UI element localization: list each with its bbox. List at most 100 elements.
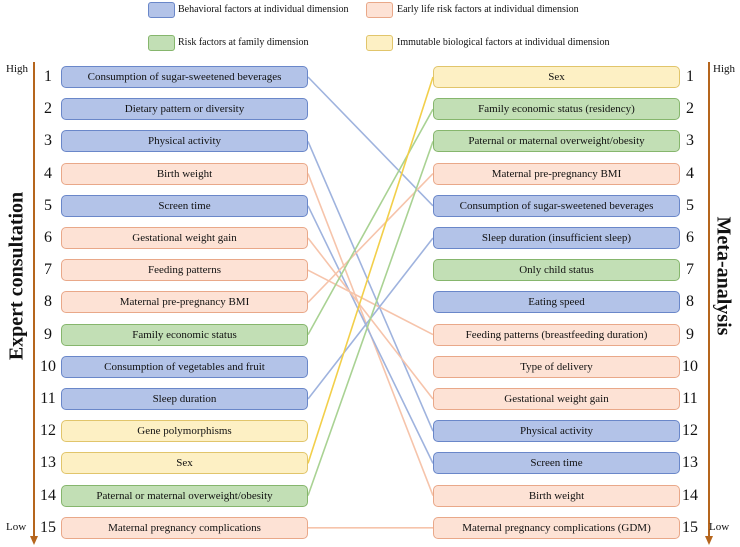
left-rank-number: 14 bbox=[40, 486, 56, 504]
right-rank-number: 13 bbox=[682, 454, 698, 472]
legend-swatch-family bbox=[148, 35, 175, 51]
right-factor-label: Physical activity bbox=[519, 425, 593, 438]
right-rank-number: 12 bbox=[682, 422, 698, 440]
left-axis-title: Expert consultation bbox=[5, 191, 28, 361]
right-rank-number: 14 bbox=[682, 486, 698, 504]
connector-line bbox=[307, 141, 434, 432]
connector-line bbox=[307, 76, 434, 207]
right-rank-number: 9 bbox=[686, 325, 694, 343]
left-rank-number: 12 bbox=[40, 422, 56, 440]
right-factor-box: Feeding patterns (breastfeeding duration… bbox=[433, 323, 680, 346]
right-factor-label: Maternal pregnancy complications (GDM) bbox=[462, 521, 651, 534]
left-factor-label: Sleep duration bbox=[152, 393, 217, 405]
right-high-label: High bbox=[713, 63, 735, 75]
left-rank-number: 7 bbox=[44, 261, 52, 279]
left-factor-box: Birth weight bbox=[61, 162, 308, 185]
legend-swatch-behavioral bbox=[148, 2, 175, 18]
right-factor-box: Eating speed bbox=[433, 291, 680, 314]
legend-label-early: Early life risk factors at individual di… bbox=[397, 4, 579, 15]
right-factor-label: Family economic status (residency) bbox=[478, 103, 635, 116]
left-factor-box: Family economic status bbox=[61, 323, 308, 346]
right-factor-label: Paternal or maternal overweight/obesity bbox=[468, 135, 645, 148]
left-factor-label: Feeding patterns bbox=[147, 264, 221, 277]
right-factor-label: Type of delivery bbox=[520, 360, 593, 373]
right-factor-box: Birth weight bbox=[433, 484, 680, 507]
right-factor-label: Consumption of sugar-sweetened beverages bbox=[459, 199, 654, 212]
right-rank-number: 6 bbox=[686, 229, 694, 246]
right-factor-label: Sex bbox=[548, 71, 565, 83]
left-factor-box: Maternal pre-pregnancy BMI bbox=[61, 291, 308, 314]
left-factor-box: Screen time bbox=[61, 194, 308, 217]
right-rank-number: 1 bbox=[686, 68, 694, 85]
left-factor-box: Consumption of vegetables and fruit bbox=[61, 355, 308, 378]
left-high-label: High bbox=[6, 63, 28, 75]
legend-label-bio: Immutable biological factors at individu… bbox=[397, 37, 610, 48]
left-rank-number: 10 bbox=[40, 357, 56, 375]
right-rank-number: 3 bbox=[686, 132, 694, 150]
left-axis-arrow bbox=[30, 62, 38, 545]
connector-line bbox=[307, 173, 434, 303]
left-rank-number: 1 bbox=[44, 68, 52, 85]
right-factor-box: Sex bbox=[433, 66, 680, 88]
right-factor-label: Eating speed bbox=[528, 296, 585, 309]
left-rank-number: 15 bbox=[40, 518, 56, 536]
right-factor-box: Maternal pre-pregnancy BMI bbox=[433, 162, 680, 185]
left-rank-number: 9 bbox=[44, 325, 52, 343]
left-rank-number: 3 bbox=[44, 132, 52, 150]
right-factor-box: Paternal or maternal overweight/obesity bbox=[433, 130, 680, 153]
left-factor-label: Dietary pattern or diversity bbox=[124, 103, 245, 116]
left-factor-label: Gestational weight gain bbox=[132, 232, 237, 244]
right-axis-title: Meta-analysis bbox=[712, 216, 735, 336]
left-factor-label: Consumption of sugar-sweetened beverages bbox=[87, 71, 282, 83]
left-factor-box: Maternal pregnancy complications bbox=[61, 516, 308, 539]
right-factor-box: Screen time bbox=[433, 452, 680, 475]
right-factor-box: Physical activity bbox=[433, 420, 680, 443]
right-factor-box: Consumption of sugar-sweetened beverages bbox=[433, 194, 680, 217]
left-factor-box: Sex bbox=[61, 452, 308, 475]
right-rank-number: 10 bbox=[682, 357, 698, 375]
left-rank-number: 6 bbox=[44, 229, 52, 246]
left-factor-label: Gene polymorphisms bbox=[137, 425, 232, 438]
right-factor-box: Only child status bbox=[433, 259, 680, 282]
connector-line bbox=[307, 141, 434, 496]
right-factor-box: Sleep duration (insufficient sleep) bbox=[433, 227, 680, 249]
left-factor-box: Paternal or maternal overweight/obesity bbox=[61, 484, 308, 507]
left-rank-number: 13 bbox=[40, 454, 56, 472]
right-rank-number: 5 bbox=[686, 196, 694, 214]
right-factor-box: Maternal pregnancy complications (GDM) bbox=[433, 516, 680, 539]
left-factor-label: Consumption of vegetables and fruit bbox=[104, 360, 265, 373]
left-factor-label: Paternal or maternal overweight/obesity bbox=[96, 489, 273, 502]
right-factor-label: Maternal pre-pregnancy BMI bbox=[491, 167, 622, 180]
legend-swatch-early bbox=[366, 2, 393, 18]
right-rank-number: 15 bbox=[682, 518, 698, 536]
right-factor-label: Gestational weight gain bbox=[504, 393, 609, 405]
connector-line bbox=[307, 76, 434, 464]
legend-swatch-bio bbox=[366, 35, 393, 51]
left-rank-number: 11 bbox=[40, 390, 56, 407]
right-rank-number: 7 bbox=[686, 261, 694, 279]
right-factor-label: Only child status bbox=[519, 264, 594, 277]
right-factor-box: Type of delivery bbox=[433, 355, 680, 378]
left-factor-label: Birth weight bbox=[156, 167, 213, 180]
right-low-label: Low bbox=[709, 521, 730, 533]
left-factor-box: Consumption of sugar-sweetened beverages bbox=[61, 66, 308, 88]
right-axis-arrow bbox=[705, 62, 713, 545]
legend-label-family: Risk factors at family dimension bbox=[178, 37, 309, 48]
left-rank-number: 5 bbox=[44, 196, 52, 214]
connector-line bbox=[307, 205, 434, 464]
left-factor-box: Gene polymorphisms bbox=[61, 420, 308, 443]
left-factor-box: Gestational weight gain bbox=[61, 227, 308, 249]
left-rank-number: 4 bbox=[44, 164, 52, 182]
left-factor-label: Screen time bbox=[158, 199, 211, 212]
left-factor-label: Sex bbox=[176, 457, 193, 470]
left-rank-number: 2 bbox=[44, 100, 52, 118]
left-factor-label: Family economic status bbox=[132, 328, 237, 341]
right-rank-number: 4 bbox=[686, 164, 694, 182]
left-rank-number: 8 bbox=[44, 293, 52, 311]
right-factor-box: Family economic status (residency) bbox=[433, 98, 680, 121]
right-factor-label: Sleep duration (insufficient sleep) bbox=[481, 232, 632, 244]
right-factor-label: Screen time bbox=[530, 457, 583, 470]
right-rank-number: 11 bbox=[682, 390, 698, 407]
